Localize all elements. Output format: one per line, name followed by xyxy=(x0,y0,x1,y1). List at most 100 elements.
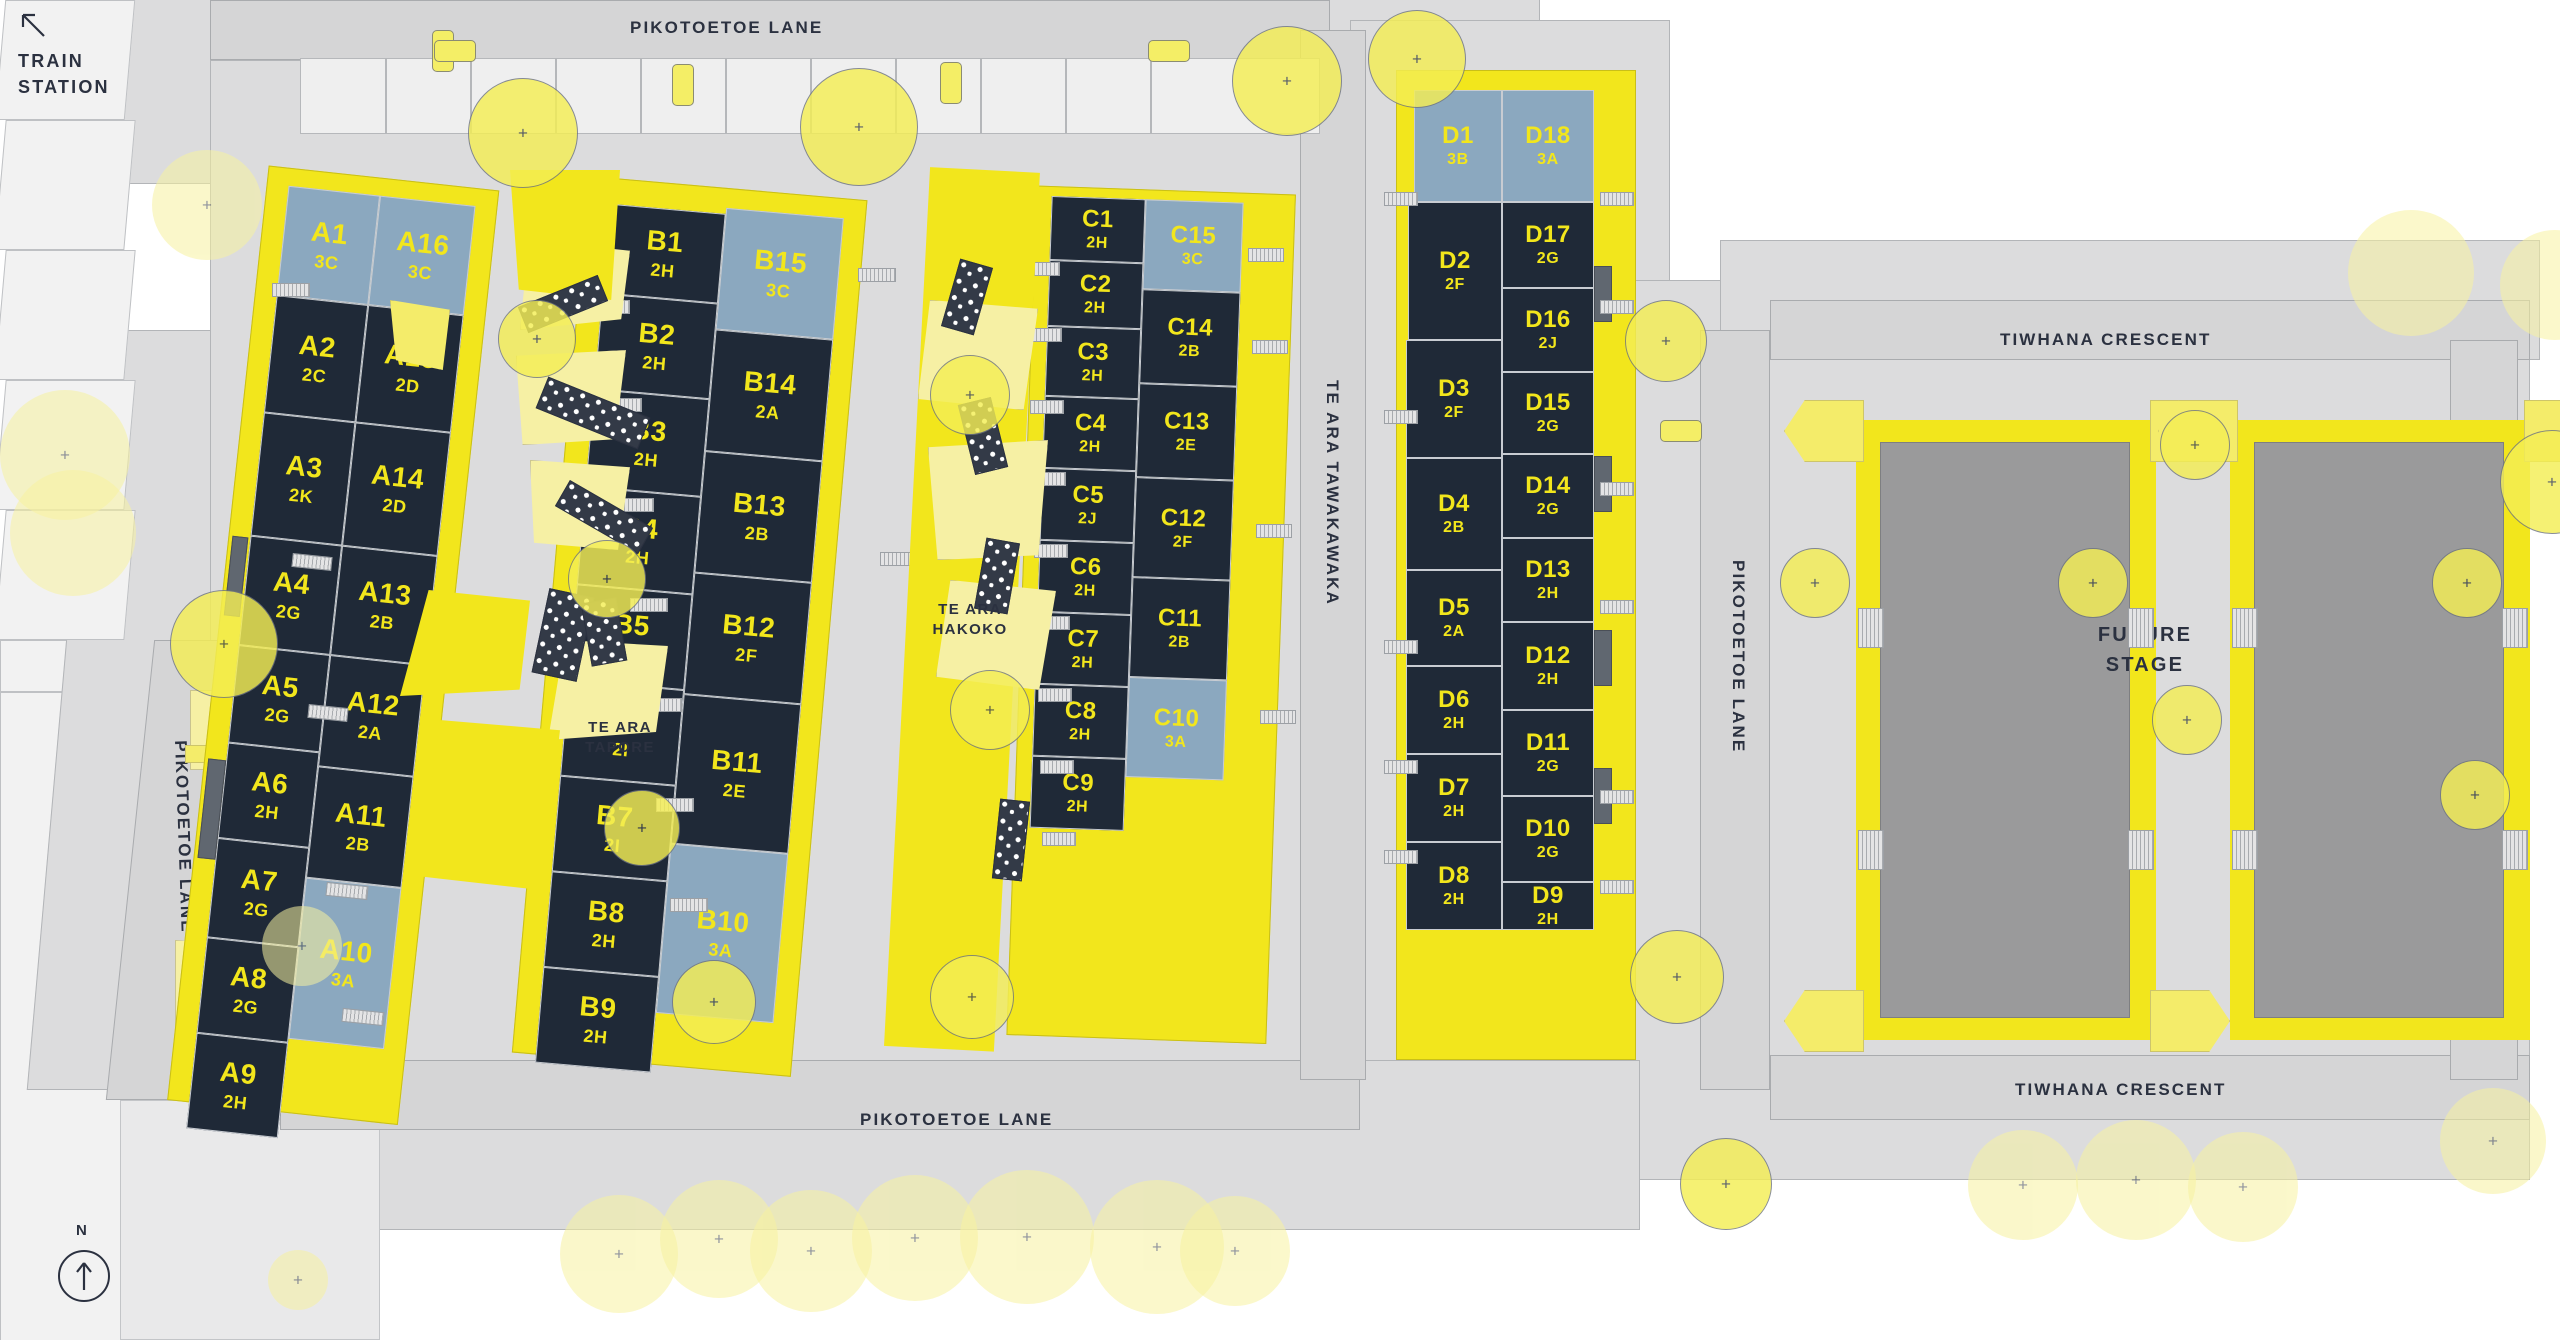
road-label-pikotoetoe-lane-bottom: PIKOTOETOE LANE xyxy=(860,1110,1054,1129)
unit-d4[interactable]: D4 2B xyxy=(1406,458,1502,570)
unit-id: C13 xyxy=(1163,407,1211,436)
tree-canopy: + xyxy=(2076,1120,2196,1240)
unit-type: 2F xyxy=(734,644,759,667)
road-tiwhana-crescent-bottom xyxy=(1770,1055,2530,1120)
tree-center-marker: + xyxy=(1412,49,1422,69)
unit-d6[interactable]: D6 2H xyxy=(1406,666,1502,754)
unit-a3[interactable]: A3 2K xyxy=(250,412,356,546)
unit-d9[interactable]: D9 2H xyxy=(1502,882,1594,930)
unit-id: C9 xyxy=(1061,768,1095,797)
unit-d8[interactable]: D8 2H xyxy=(1406,842,1502,930)
stair-run xyxy=(2128,608,2154,648)
unit-id: C10 xyxy=(1153,703,1200,733)
unit-d10[interactable]: D10 2G xyxy=(1502,796,1594,882)
unit-a11[interactable]: A11 2B xyxy=(305,766,414,889)
unit-c2[interactable]: C2 2H xyxy=(1047,259,1144,330)
unit-d17[interactable]: D17 2G xyxy=(1502,202,1594,288)
unit-d12[interactable]: D12 2H xyxy=(1502,622,1594,710)
unit-id: D16 xyxy=(1525,306,1571,333)
unit-id: C12 xyxy=(1160,504,1207,533)
unit-b15[interactable]: B15 3C xyxy=(715,207,844,340)
unit-b12[interactable]: B12 2F xyxy=(683,572,812,705)
tree-canopy: + xyxy=(498,300,576,378)
unit-b8[interactable]: B8 2H xyxy=(543,871,668,977)
unit-type: 2H xyxy=(1085,234,1109,253)
unit-type: 2G xyxy=(274,600,303,624)
unit-type: 2A xyxy=(754,401,781,424)
tree-canopy xyxy=(10,470,136,596)
unit-type: 3A xyxy=(329,969,357,992)
unit-id: C4 xyxy=(1074,408,1108,438)
stair-run xyxy=(1600,300,1634,314)
train-station-label: TRAIN STATION xyxy=(18,51,110,98)
unit-c1[interactable]: C1 2H xyxy=(1049,196,1146,264)
unit-d13[interactable]: D13 2H xyxy=(1502,538,1594,622)
unit-id: A13 xyxy=(357,574,414,612)
north-label: N xyxy=(76,1222,88,1239)
unit-type: 2H xyxy=(1443,803,1465,820)
tree-center-marker: + xyxy=(518,123,528,143)
unit-d18[interactable]: D18 3A xyxy=(1502,90,1594,202)
road-label-te-ara-tawakawaka: TE ARA TAWAKAWAKA xyxy=(1323,380,1342,606)
unit-c11[interactable]: C11 2B xyxy=(1128,577,1231,681)
unit-id: D6 xyxy=(1438,686,1470,713)
tree-canopy: + xyxy=(1630,930,1724,1024)
unit-id: A3 xyxy=(284,449,325,484)
tree-canopy: + xyxy=(170,590,278,698)
unit-a9[interactable]: A9 2H xyxy=(186,1032,289,1139)
unit-type: 2B xyxy=(344,832,372,856)
unit-type: 2K xyxy=(288,484,315,508)
train-station-arrow-icon xyxy=(21,13,45,37)
tree-canopy: + xyxy=(2058,548,2128,618)
tree-center-marker: + xyxy=(2190,435,2200,455)
stair-run xyxy=(1384,760,1418,774)
landscape-plaza xyxy=(390,300,450,370)
unit-type: 3C xyxy=(313,251,340,274)
unit-id: D9 xyxy=(1532,882,1564,909)
tree-canopy: + xyxy=(1680,1138,1772,1230)
stair-run xyxy=(1040,760,1074,774)
tree-center-marker: + xyxy=(297,936,307,956)
unit-d1[interactable]: D1 3B xyxy=(1414,90,1502,202)
unit-id: A4 xyxy=(271,565,312,601)
unit-c12[interactable]: C12 2F xyxy=(1132,477,1234,581)
unit-b9[interactable]: B9 2H xyxy=(535,966,659,1073)
unit-type: 2B xyxy=(368,611,396,634)
stair-run xyxy=(1600,192,1634,206)
unit-d7[interactable]: D7 2H xyxy=(1406,754,1502,842)
unit-a6[interactable]: A6 2H xyxy=(217,742,320,848)
unit-c13[interactable]: C13 2E xyxy=(1135,383,1238,481)
path-label-te-ara-tapore: TE ARA TAPORE xyxy=(585,719,655,757)
unit-id: A9 xyxy=(218,1055,259,1091)
unit-a14[interactable]: A14 2D xyxy=(342,422,451,556)
stair-run xyxy=(1256,524,1292,538)
tree-canopy: + xyxy=(852,1175,978,1301)
unit-type: 2H xyxy=(222,1091,249,1114)
unit-b11[interactable]: B11 2E xyxy=(670,694,802,854)
unit-d11[interactable]: D11 2G xyxy=(1502,710,1594,796)
unit-d16[interactable]: D16 2J xyxy=(1502,288,1594,372)
unit-id: D4 xyxy=(1438,490,1470,517)
unit-d2[interactable]: D2 2F xyxy=(1408,202,1502,340)
unit-type: 2E xyxy=(1175,436,1197,455)
unit-type: 2E xyxy=(722,779,747,802)
stair-run xyxy=(1252,340,1288,354)
unit-id: D7 xyxy=(1438,774,1470,801)
unit-c14[interactable]: C14 2B xyxy=(1139,289,1241,387)
unit-d3[interactable]: D3 2F xyxy=(1406,340,1502,458)
unit-id: C5 xyxy=(1072,480,1105,510)
unit-id: A1 xyxy=(309,215,350,251)
stair-run xyxy=(1384,850,1418,864)
unit-d15[interactable]: D15 2G xyxy=(1502,372,1594,454)
unit-type: 2F xyxy=(1444,404,1464,421)
tree-center-marker: + xyxy=(202,195,212,215)
unit-c10[interactable]: C10 3A xyxy=(1125,677,1227,781)
unit-d5[interactable]: D5 2A xyxy=(1406,570,1502,666)
unit-a2[interactable]: A2 2C xyxy=(263,295,369,423)
stair-run xyxy=(2502,608,2528,648)
unit-d14[interactable]: D14 2G xyxy=(1502,454,1594,538)
unit-a16[interactable]: A16 3C xyxy=(368,195,476,316)
unit-b13[interactable]: B13 2B xyxy=(694,450,823,583)
unit-c15[interactable]: C15 3C xyxy=(1142,199,1244,293)
unit-b14[interactable]: B14 2A xyxy=(704,329,834,462)
